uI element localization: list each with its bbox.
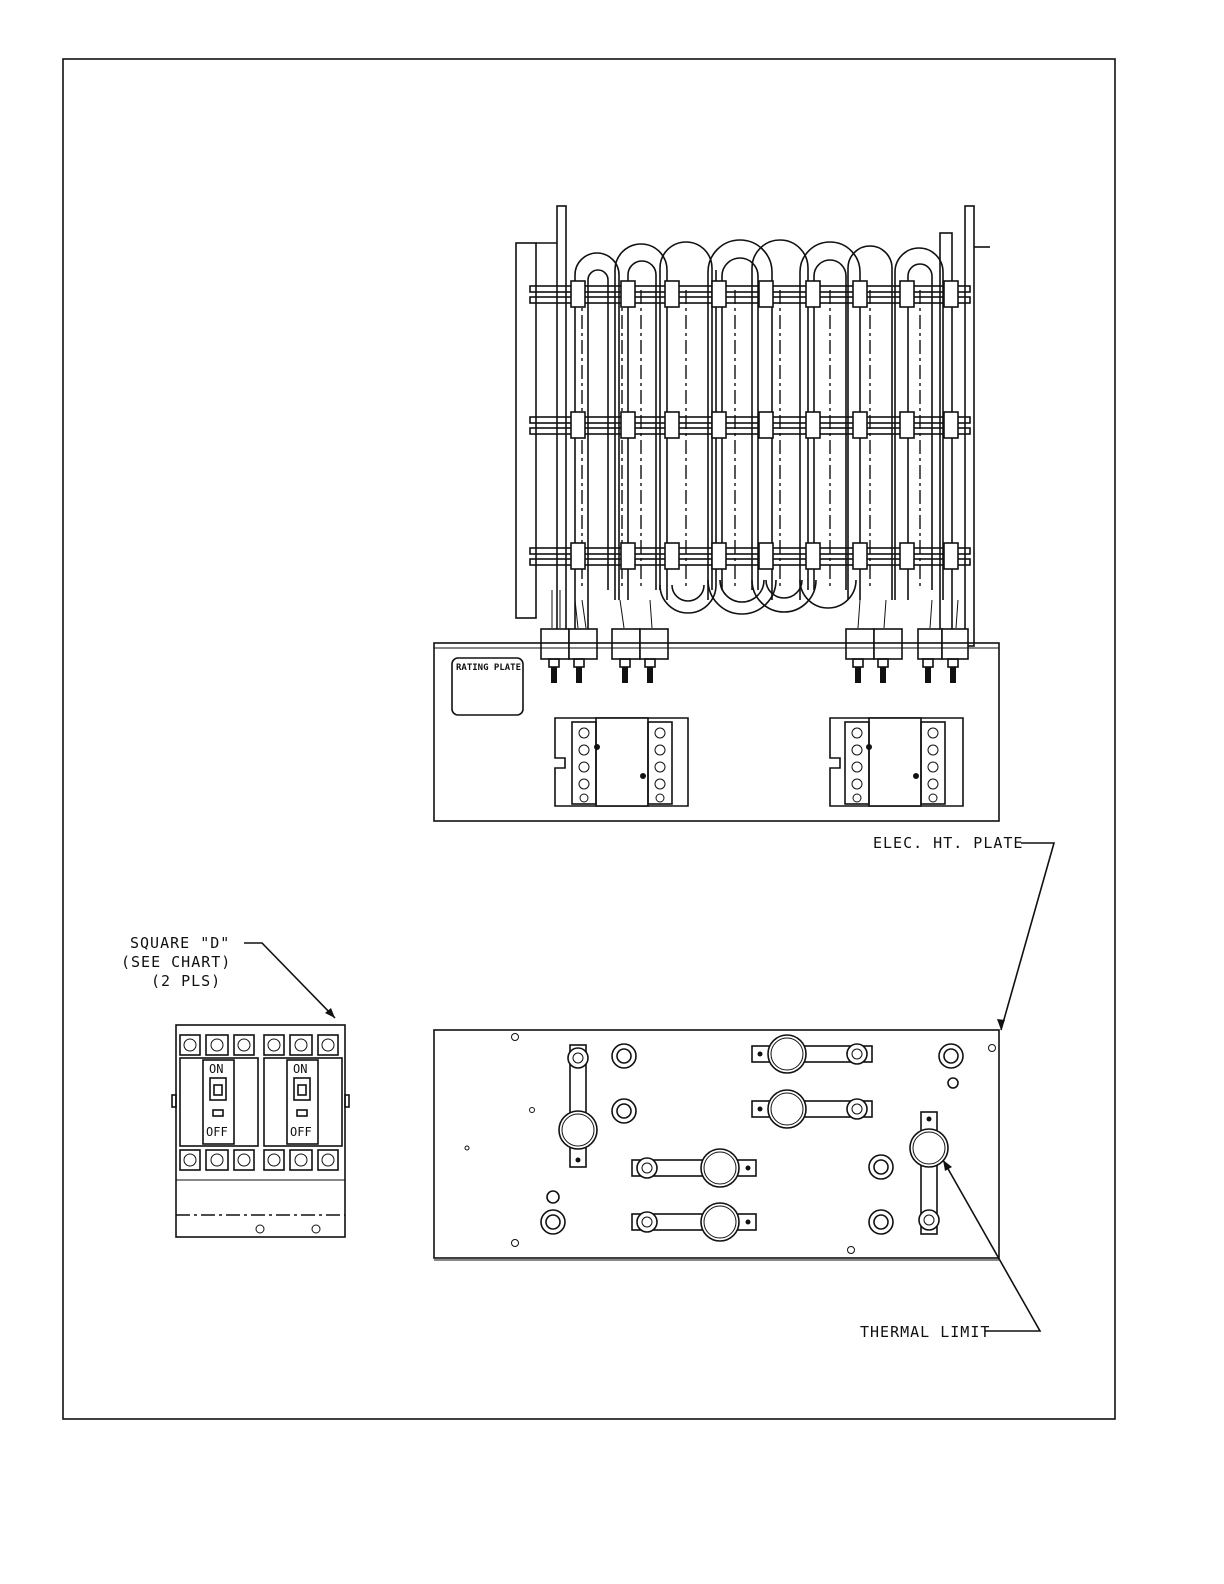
thermal-limit-vertical-left [559, 1045, 597, 1167]
breaker-1-toggle[interactable]: ON OFF [206, 1062, 228, 1139]
elec-heat-plate-front: RATING PLATE [434, 643, 999, 821]
contactor-right [830, 718, 963, 806]
heater-coil-assembly [516, 206, 990, 683]
breaker-2-off-label: OFF [290, 1125, 312, 1139]
contactor-left [555, 718, 688, 806]
thermal-limit-mid-2 [632, 1203, 756, 1241]
thermal-limit-label: THERMAL LIMIT [860, 1323, 990, 1341]
square-d-label-line1: SQUARE "D" [130, 934, 230, 952]
square-d-breaker-pair: ON OFF ON OFF [172, 1025, 349, 1237]
breaker-1-off-label: OFF [206, 1125, 228, 1139]
square-d-label-line3: (2 PLS) [151, 972, 221, 990]
elec-ht-plate-label: ELEC. HT. PLATE [873, 834, 1023, 852]
elec-heat-plate-top [434, 1030, 999, 1260]
rating-plate-label: RATING PLATE [456, 663, 521, 673]
breaker-2-toggle[interactable]: ON OFF [290, 1062, 312, 1139]
elec-ht-plate-callout: ELEC. HT. PLATE [873, 834, 1054, 1030]
thermal-limit-top-1 [752, 1035, 872, 1073]
thermal-limit-vertical-right [910, 1112, 948, 1234]
thermal-limit-mid-1 [632, 1149, 756, 1187]
thermal-limit-callout: THERMAL LIMIT [860, 1160, 1040, 1341]
breaker-2-on-label: ON [293, 1062, 307, 1076]
square-d-callout: SQUARE "D" (SEE CHART) (2 PLS) [121, 934, 335, 1018]
square-d-label-line2: (SEE CHART) [121, 953, 231, 971]
thermal-limit-top-2 [752, 1090, 872, 1128]
breaker-1-on-label: ON [209, 1062, 223, 1076]
